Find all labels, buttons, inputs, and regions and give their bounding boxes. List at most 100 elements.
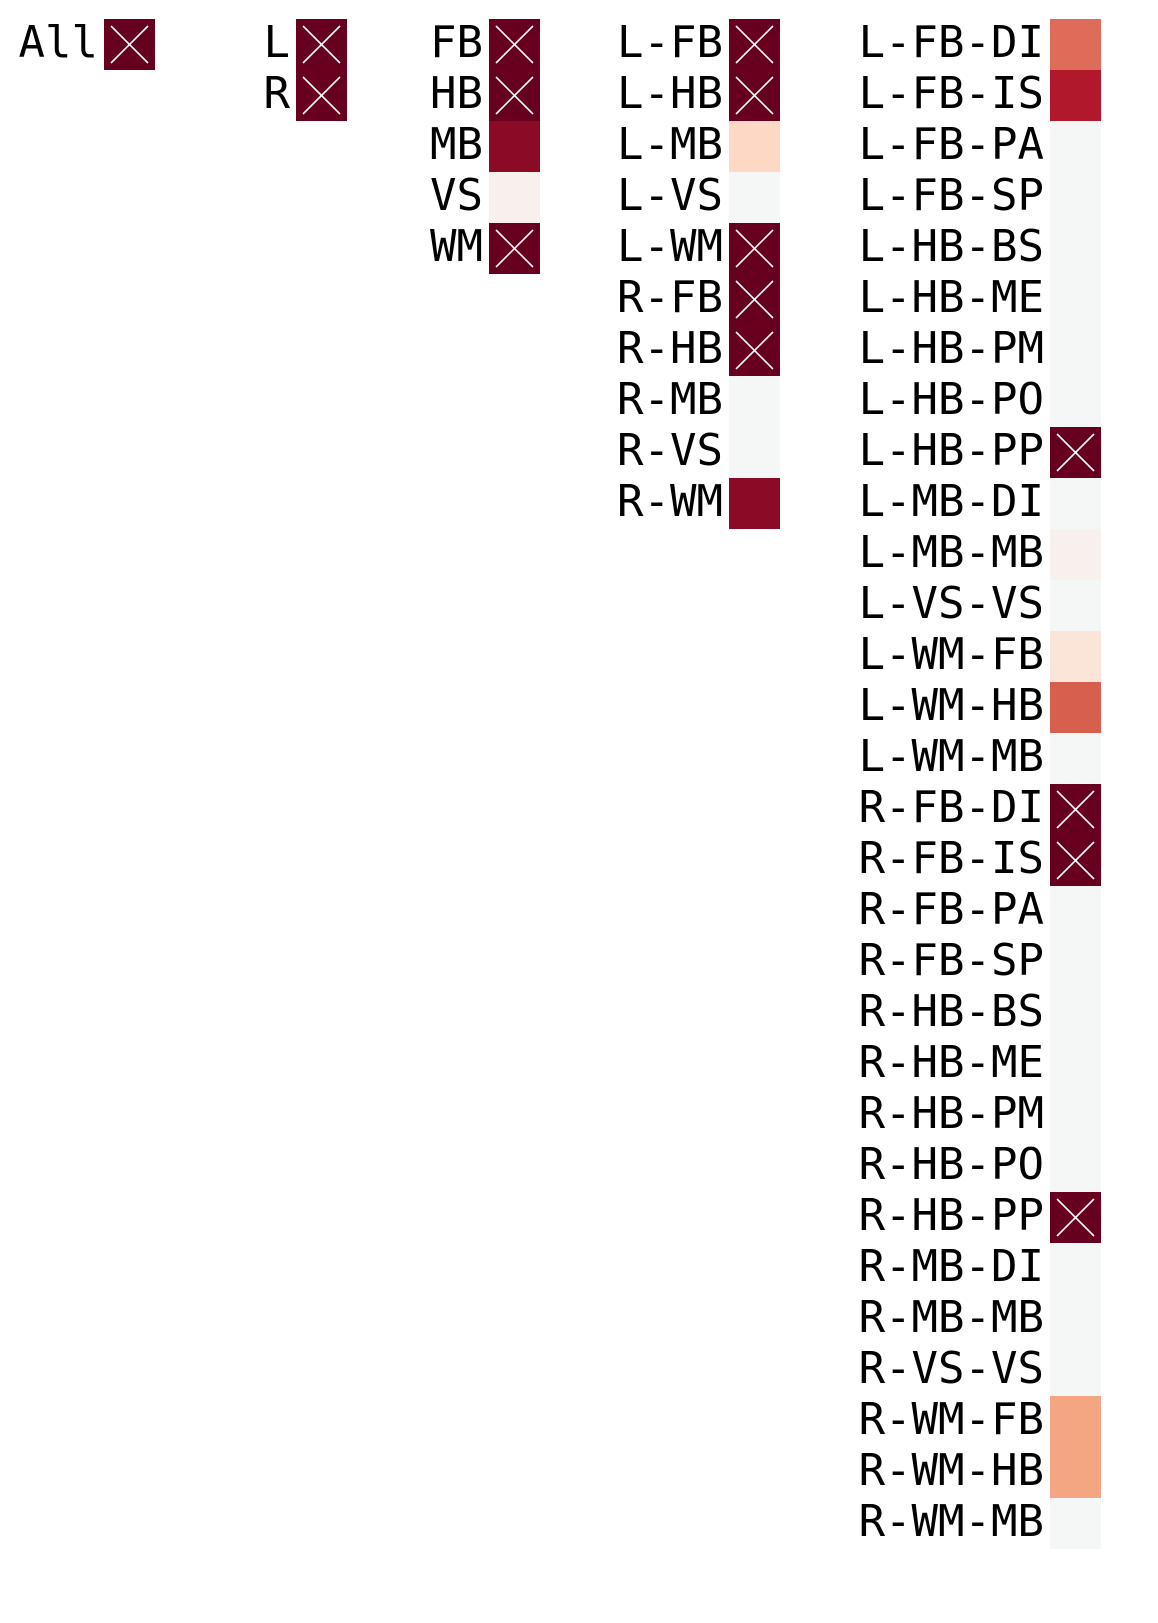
cell-label: L — [264, 17, 291, 68]
cell-label: R-HB-PM — [859, 1088, 1044, 1139]
cell-label: L-MB-MB — [859, 527, 1044, 578]
cell-label: FB — [430, 17, 483, 68]
cell-label: R-HB — [617, 323, 723, 374]
heatmap-cell — [1050, 529, 1101, 580]
cell-label: R-FB-DI — [859, 782, 1044, 833]
column-level-1: LR — [264, 17, 347, 121]
cell-label: R-VS-VS — [859, 1343, 1044, 1394]
cross-mark — [110, 25, 149, 64]
cell-label: L-WM-MB — [859, 731, 1044, 782]
column-level-4: L-FB-DIL-FB-ISL-FB-PAL-FB-SPL-HB-BSL-HB-… — [859, 17, 1101, 1549]
cell-label: L-HB-BS — [859, 221, 1044, 272]
cell-label: R-HB-PO — [859, 1139, 1044, 1190]
cell-label: R-FB-SP — [859, 935, 1044, 986]
cell-label: L-MB-DI — [859, 476, 1044, 527]
cell-label: R-HB-PP — [859, 1190, 1044, 1241]
heatmap-cell — [1050, 1039, 1101, 1090]
cell-label: All — [19, 17, 98, 68]
cell-label: R-FB — [617, 272, 723, 323]
heatmap-cell — [1050, 1294, 1101, 1345]
cell-label: VS — [430, 170, 483, 221]
cell-label: R-MB-MB — [859, 1292, 1044, 1343]
heatmap-cell — [1050, 1396, 1101, 1447]
cross-mark — [1056, 1198, 1095, 1237]
heatmap-cell — [1050, 121, 1101, 172]
column-level-3: L-FBL-HBL-MBL-VSL-WMR-FBR-HBR-MBR-VSR-WM — [617, 17, 780, 529]
heatmap-cell — [1050, 1498, 1101, 1549]
cell-label: L-WM-HB — [859, 680, 1044, 731]
cell-label: R-FB-PA — [859, 884, 1044, 935]
cell-label: R-HB-ME — [859, 1037, 1044, 1088]
cell-label: R-WM — [617, 476, 723, 527]
cell-label: L-WM-FB — [859, 629, 1044, 680]
cross-mark — [302, 25, 341, 64]
heatmap-cell — [1050, 19, 1101, 70]
cross-mark — [735, 331, 774, 370]
cell-label: L-FB-IS — [859, 68, 1044, 119]
cell-label: L-HB — [617, 68, 723, 119]
cell-label: L-HB-ME — [859, 272, 1044, 323]
cell-label: R-WM-HB — [859, 1445, 1044, 1496]
cross-mark — [1056, 433, 1095, 472]
cross-mark — [735, 25, 774, 64]
cell-label: R-WM-FB — [859, 1394, 1044, 1445]
heatmap-cell — [1050, 1243, 1101, 1294]
cell-label: L-HB-PO — [859, 374, 1044, 425]
heatmap-cell — [1050, 631, 1101, 682]
cell-label: L-FB-SP — [859, 170, 1044, 221]
cell-label: L-HB-PP — [859, 425, 1044, 476]
heatmap-cell — [1050, 223, 1101, 274]
cell-label: MB — [430, 119, 483, 170]
heatmap-cell — [489, 172, 540, 223]
cell-label: L-HB-PM — [859, 323, 1044, 374]
heatmap-cell — [1050, 274, 1101, 325]
heatmap-cell — [489, 121, 540, 172]
heatmap-cell — [1050, 1345, 1101, 1396]
heatmap-cell — [1050, 988, 1101, 1039]
heatmap-cell — [1050, 172, 1101, 223]
cell-label: L-VS-VS — [859, 578, 1044, 629]
cross-mark — [1056, 841, 1095, 880]
cell-label: HB — [430, 68, 483, 119]
heatmap-cell — [1050, 937, 1101, 988]
heatmap-cell — [1050, 886, 1101, 937]
cross-mark — [495, 229, 534, 268]
heatmap-cell — [729, 427, 780, 478]
heatmap-cell — [1050, 376, 1101, 427]
cross-mark — [735, 229, 774, 268]
heatmap-cell — [1050, 1090, 1101, 1141]
cell-label: R-VS — [617, 425, 723, 476]
cell-label: WM — [430, 221, 483, 272]
cell-label: L-VS — [617, 170, 723, 221]
cross-mark — [302, 76, 341, 115]
heatmap-cell — [1050, 70, 1101, 121]
cross-mark — [1056, 790, 1095, 829]
cell-label: L-MB — [617, 119, 723, 170]
cell-label: R-HB-BS — [859, 986, 1044, 1037]
cell-label: L-FB-PA — [859, 119, 1044, 170]
heatmap-cell — [1050, 682, 1101, 733]
heatmap-cell — [729, 376, 780, 427]
heatmap-cell — [729, 172, 780, 223]
cell-label: R — [264, 68, 291, 119]
cell-label: L-WM — [617, 221, 723, 272]
heatmap-cell — [1050, 1141, 1101, 1192]
cross-mark — [735, 76, 774, 115]
heatmap-cell — [1050, 580, 1101, 631]
heatmap-cell — [1050, 733, 1101, 784]
cell-label: R-FB-IS — [859, 833, 1044, 884]
column-level-0: All — [19, 17, 155, 70]
cell-label: R-MB-DI — [859, 1241, 1044, 1292]
heatmap-cell — [1050, 478, 1101, 529]
cross-mark — [495, 76, 534, 115]
cell-label: L-FB — [617, 17, 723, 68]
cell-label: R-WM-MB — [859, 1496, 1044, 1547]
heatmap-cell — [729, 478, 780, 529]
heatmap-cell — [729, 121, 780, 172]
cell-label: R-MB — [617, 374, 723, 425]
cross-mark — [495, 25, 534, 64]
heatmap-cell — [1050, 1447, 1101, 1498]
